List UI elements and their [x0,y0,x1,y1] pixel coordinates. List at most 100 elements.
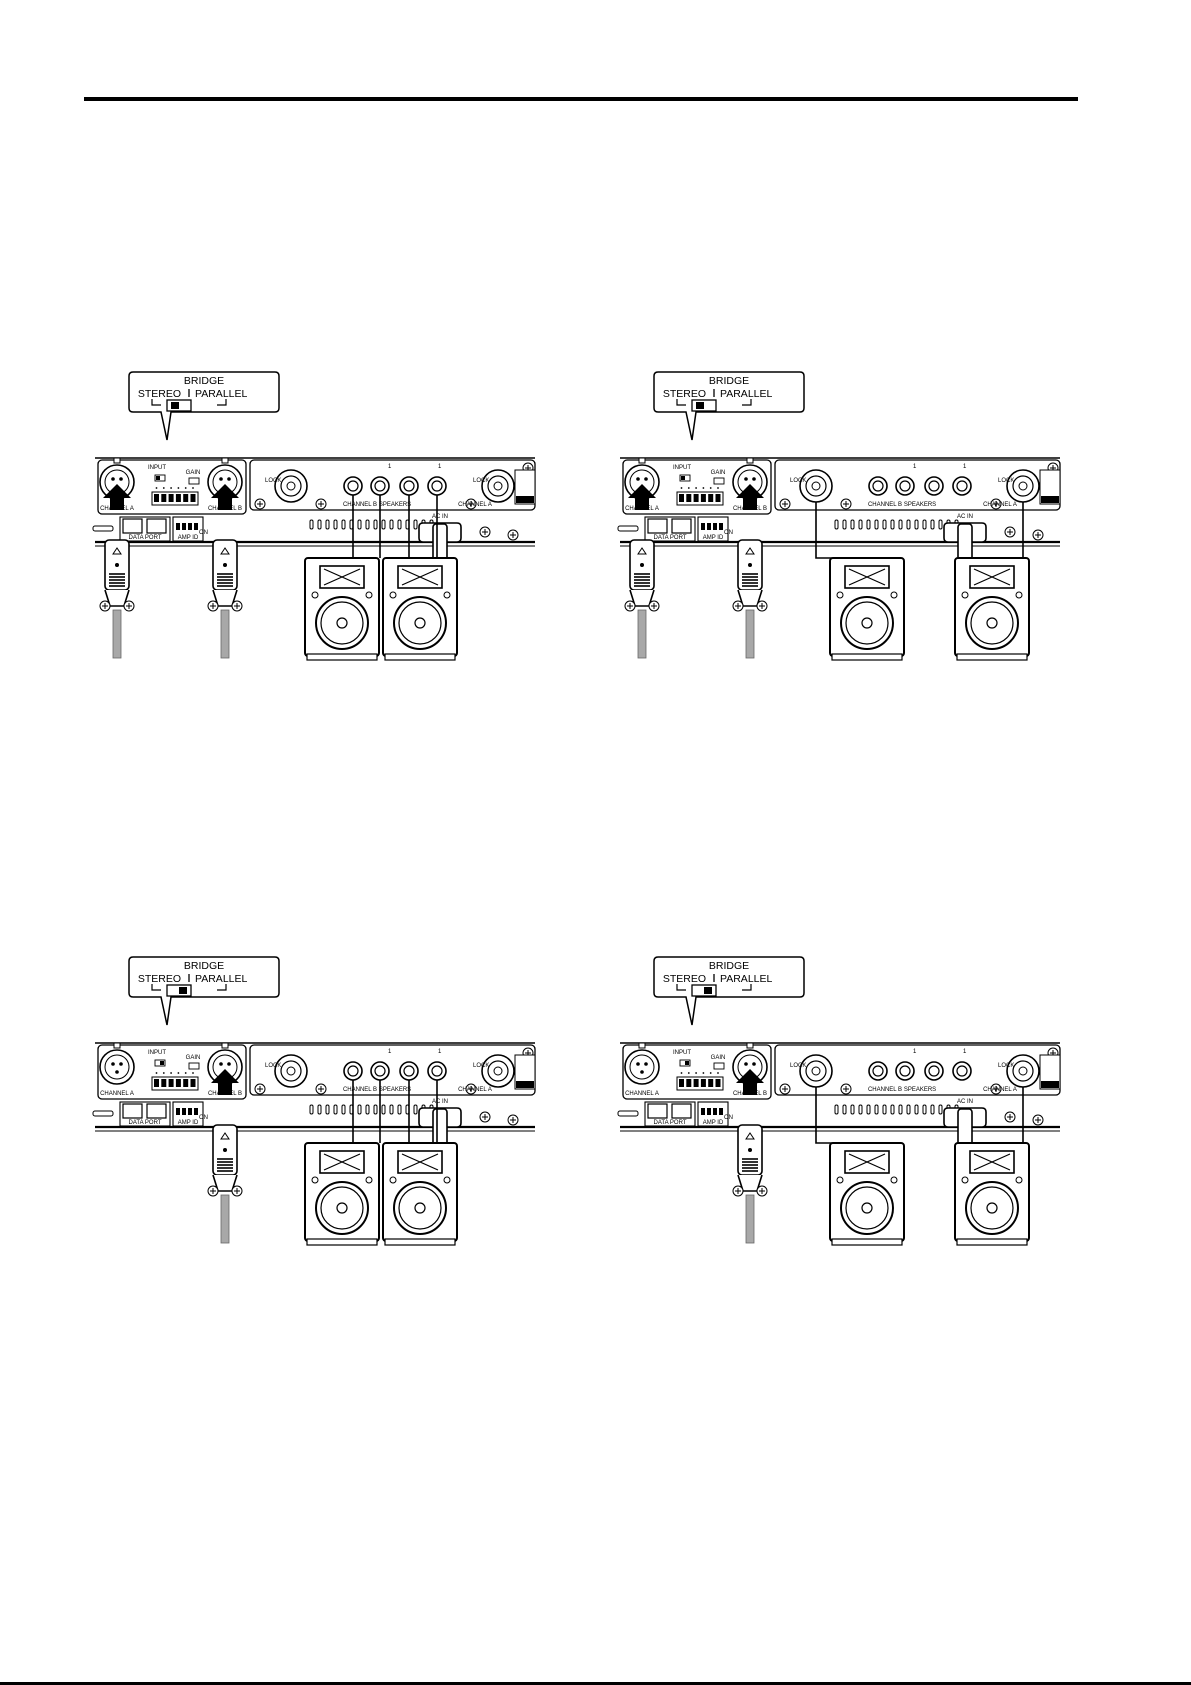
terminal-pin-3 [175,494,181,502]
vent-slot-2 [850,1104,855,1115]
vent-slot-3 [333,519,338,530]
speaker-left-horn-flare [323,1153,361,1171]
speaker-left-horn-flare [323,568,361,586]
vent-slot-10 [389,1104,394,1115]
wire-bridge-a [1012,1087,1024,1144]
xlr-channel-b-pin-0 [744,477,748,481]
vent-slot-3 [333,1104,338,1115]
speakon-channel-b-center [286,481,296,491]
mode-indicator [514,1054,536,1090]
output-jack-2-ring [928,480,940,492]
vent-slot-6 [882,519,887,530]
terminal-pin-2 [168,1079,174,1087]
xlr-channel-a-pin-0 [111,477,115,481]
xlr-channel-a-inner [104,1054,130,1080]
rack-handle-stub [617,1110,639,1117]
vent-slot-11 [922,519,927,530]
output-number-1b: 1 [438,464,442,470]
output-channel-a-label: CHANNEL A [983,502,1017,508]
xlr-plug-ch-a-arrow-mark [637,547,647,555]
input-module [97,459,247,515]
xlr-plug-ch-b-dot [748,1148,752,1152]
rj45-port-2 [671,518,692,534]
output-jack-1-ring [899,480,911,492]
callout-title-bridge: BRIDGE [709,375,749,387]
terminal-pin-1 [686,494,692,502]
xlr-channel-a-pin-0 [636,477,640,481]
xlr-plug-ch-b-cable [220,1194,230,1244]
vent-slot-5 [874,1104,879,1115]
terminal-dot-5 [192,487,194,489]
xlr-plug-ch-b-arrow-mark [745,1132,755,1140]
speaker-right-port-r [443,591,451,599]
speakers-label: SPEAKERS [904,1087,936,1093]
terminal-dot-1 [687,487,690,489]
dip-switch-1 [182,523,186,530]
speaker-right-port-r [1015,591,1023,599]
callout-label-parallel: PARALLEL [720,973,772,985]
speaker-left-dustcap [861,617,873,629]
rj45-port-1 [647,518,668,534]
callout-label-stereo: STEREO [138,388,181,400]
xlr-plug-ch-b-dot [223,1148,227,1152]
gain-switch [713,477,725,485]
bridge-switch-callout [128,956,280,1026]
speaker-left-port-l [836,591,844,599]
output-number-1b: 1 [438,1049,442,1055]
vent-slot-6 [357,1104,362,1115]
terminal-dot-0 [155,487,158,489]
speaker-left-horn-flare [848,568,886,586]
xlr-channel-b-latch [221,457,229,464]
output-channel-b-label: CHANNEL B [343,1087,377,1093]
terminal-pin-4 [708,1079,714,1087]
output-number-1b: 1 [963,464,967,470]
rj45-port-2 [146,518,167,534]
lock-label-b: LOCK [790,478,806,484]
vent-slot-11 [922,1104,927,1115]
gain-switch [713,1062,725,1070]
vent-slot-7 [890,519,895,530]
output-channel-a-label: CHANNEL A [983,1087,1017,1093]
vent-slot-0 [309,1104,314,1115]
vent-slot-12 [930,519,935,530]
rack-handle-stub [92,525,114,532]
speaker-left-base [831,653,903,661]
vent-slot-1 [842,1104,847,1115]
input-module [622,1044,772,1100]
vent-slot-7 [365,519,370,530]
xlr-channel-b-pin-1 [752,477,756,481]
mode-indicator-bridge [516,496,534,503]
speaker-left-dustcap [861,1202,873,1214]
xlr-plug-ch-a-cable [112,609,122,659]
dip-switch-1 [182,1108,186,1115]
xlr-plug-ch-b-dot [223,563,227,567]
terminal-dot-2 [695,487,697,489]
amp-id-label: AMP ID [703,535,724,541]
xlr-channel-a-pin-1 [644,1062,648,1066]
mode-indicator [514,469,536,505]
dip-switch-2 [713,1108,717,1115]
xlr-plug-ch-b-boot [737,589,763,607]
xlr-plug-ch-a-dot [115,563,119,567]
vent-slot-8 [898,1104,903,1115]
terminal-dot-0 [155,1072,158,1074]
speaker-left-base [306,1238,378,1246]
xlr-plug-ch-b-arrow-mark [220,547,230,555]
xlr-channel-a-latch [113,1042,121,1049]
mode-indicator-bridge [516,1081,534,1088]
callout-label-parallel: PARALLEL [720,388,772,400]
xlr-plug-ch-a-dot [640,563,644,567]
vent-slot-7 [365,1104,370,1115]
output-jack-1-ring [899,1065,911,1077]
xlr-plug-ch-a-boot [104,589,130,607]
speaker-right-port-r [443,1176,451,1184]
xlr-channel-b-pin-0 [744,1062,748,1066]
speaker-right-horn-flare [973,1153,1011,1171]
terminal-pin-3 [700,1079,706,1087]
terminal-pin-4 [183,1079,189,1087]
dip-switch-3 [194,1108,198,1115]
speaker-left-port-l [311,1176,319,1184]
ac-in-label: AC IN [432,514,448,520]
amp-id-on-label: ON [199,1115,208,1121]
